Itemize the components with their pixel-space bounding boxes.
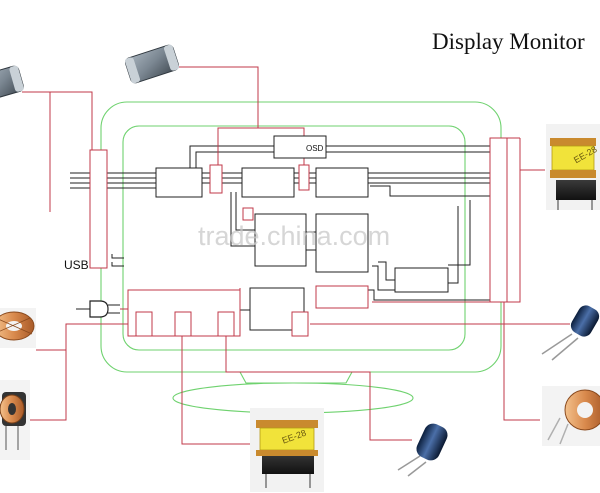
block-osd — [273, 135, 327, 159]
output-connector-bar — [489, 137, 508, 303]
power-element-4 — [291, 311, 309, 337]
block-scaler — [241, 167, 295, 198]
diagram-title: Display Monitor — [432, 29, 585, 54]
monitor-neck — [239, 371, 353, 384]
transformer-right-icon: EE-28 — [546, 124, 600, 210]
power-element-1 — [135, 311, 153, 337]
block-input-buffer — [155, 167, 203, 198]
chip-bead-top-icon — [124, 44, 180, 84]
usb-label: USB — [64, 258, 89, 272]
block-memory — [254, 213, 307, 267]
inverter-block — [315, 285, 369, 309]
power-element-2 — [174, 311, 192, 337]
block-backlight-driver — [394, 267, 449, 293]
filter-element-3 — [242, 207, 254, 221]
circuit-blocks: OSD — [155, 135, 449, 331]
filter-element-1 — [209, 164, 223, 194]
radial-inductor-right-icon — [541, 305, 600, 361]
monitor-screen-frame — [122, 125, 466, 351]
watermark: trade.china.com — [198, 221, 390, 251]
common-mode-choke-icon — [0, 380, 30, 460]
component-blocks — [89, 137, 508, 337]
osd-label: OSD — [306, 144, 324, 153]
power-element-3 — [217, 311, 235, 337]
input-connector-bar — [89, 149, 108, 269]
radial-inductor-bottom-icon — [397, 423, 448, 477]
toroid-left-icon — [0, 308, 36, 348]
transformer-bottom-icon: EE-28 — [250, 408, 324, 492]
block-controller — [315, 213, 369, 273]
toroid-right-icon — [542, 386, 600, 446]
ac-plug-icon — [76, 300, 128, 318]
filter-element-2 — [298, 164, 310, 191]
block-panel-driver — [315, 167, 369, 198]
chip-bead-left-icon — [0, 65, 24, 101]
